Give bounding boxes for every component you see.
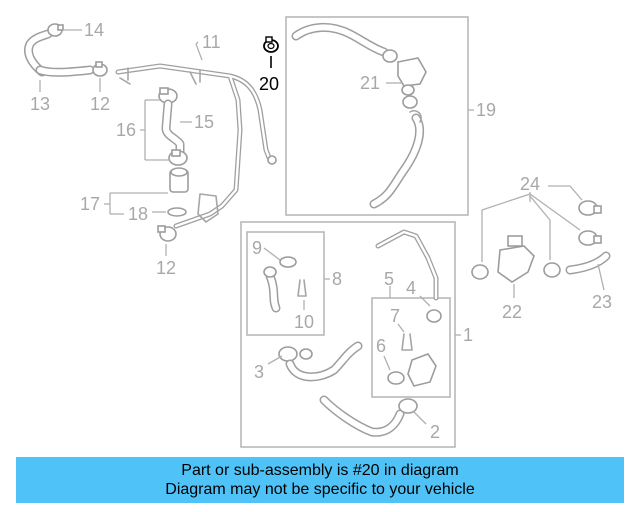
- hose-13-lower: [35, 65, 95, 77]
- hose-3: [285, 341, 363, 382]
- clamp-24-left: [471, 264, 489, 280]
- hose-19-lower: [369, 109, 424, 209]
- callout-15: 15: [194, 112, 214, 132]
- banner-line-2: Diagram may not be specific to your vehi…: [165, 481, 475, 498]
- callout-1: 1: [463, 325, 473, 345]
- callout-8: 8: [332, 269, 342, 289]
- callout-21: 21: [360, 73, 380, 93]
- callout-19: 19: [476, 100, 496, 120]
- assembly-box-19: [285, 16, 469, 216]
- hose-23: [565, 251, 611, 275]
- clamp-2: [398, 398, 418, 414]
- valve-22: [497, 235, 535, 283]
- parts-diagram: 14 11 20 13 12 21 19 16 15 17 18 24 12 9…: [24, 16, 612, 448]
- banner-line-1: Part or sub-assembly is #20 in diagram: [181, 462, 459, 479]
- callout-18: 18: [128, 204, 148, 224]
- callout-2: 2: [430, 422, 440, 442]
- callout-12-lower: 12: [156, 258, 176, 278]
- callout-20[interactable]: 20: [259, 74, 279, 94]
- clamp-4: [426, 309, 442, 323]
- callout-4: 4: [406, 278, 416, 298]
- callout-3: 3: [254, 362, 264, 382]
- clip-10: [297, 279, 307, 297]
- clamp-24-right: [543, 262, 561, 278]
- assembly-box-8: [246, 231, 325, 336]
- seal-9: [279, 256, 297, 268]
- clamp-3: [278, 346, 313, 362]
- clamp-19-upper: [382, 49, 398, 63]
- hose-13: [24, 29, 53, 77]
- assembly-box-5: [371, 297, 451, 398]
- callout-13: 13: [30, 94, 50, 114]
- callout-10: 10: [294, 312, 314, 332]
- fitting-8: [263, 266, 281, 313]
- hose-15: [161, 99, 185, 157]
- callout-6: 6: [376, 336, 386, 356]
- callout-5: 5: [384, 269, 394, 289]
- callout-24: 24: [520, 174, 540, 194]
- callout-23: 23: [592, 292, 612, 312]
- clamp-12-top: [92, 61, 108, 77]
- clamp-16-bottom: [168, 149, 188, 166]
- flange-assembly: [197, 193, 219, 223]
- connector-21: [397, 57, 427, 109]
- clip-7: [401, 333, 413, 351]
- info-banner: Part or sub-assembly is #20 in diagram D…: [16, 457, 624, 503]
- callout-7: 7: [390, 306, 400, 326]
- clamp-14: [47, 23, 64, 37]
- hose-19-upper: [291, 23, 389, 57]
- seal-18: [167, 207, 187, 217]
- callout-14: 14: [84, 20, 104, 40]
- clamp-24-top: [578, 200, 602, 216]
- thermostat-housing-17: [169, 167, 189, 193]
- clamp-12-lower: [157, 225, 177, 242]
- callout-17: 17: [80, 194, 100, 214]
- clamp-20[interactable]: [263, 36, 279, 53]
- callout-12-top: 12: [90, 94, 110, 114]
- seal-6: [387, 371, 405, 385]
- hose-2: [319, 395, 405, 437]
- pipe-1: [375, 229, 439, 301]
- pipe-11: [115, 63, 277, 229]
- callout-11: 11: [202, 32, 221, 52]
- leader-lines: [39, 29, 605, 425]
- callout-22: 22: [502, 302, 522, 322]
- valve-5: [407, 353, 437, 387]
- callout-9: 9: [252, 238, 262, 258]
- clamp-24-mid: [578, 230, 602, 246]
- callout-16: 16: [116, 120, 136, 140]
